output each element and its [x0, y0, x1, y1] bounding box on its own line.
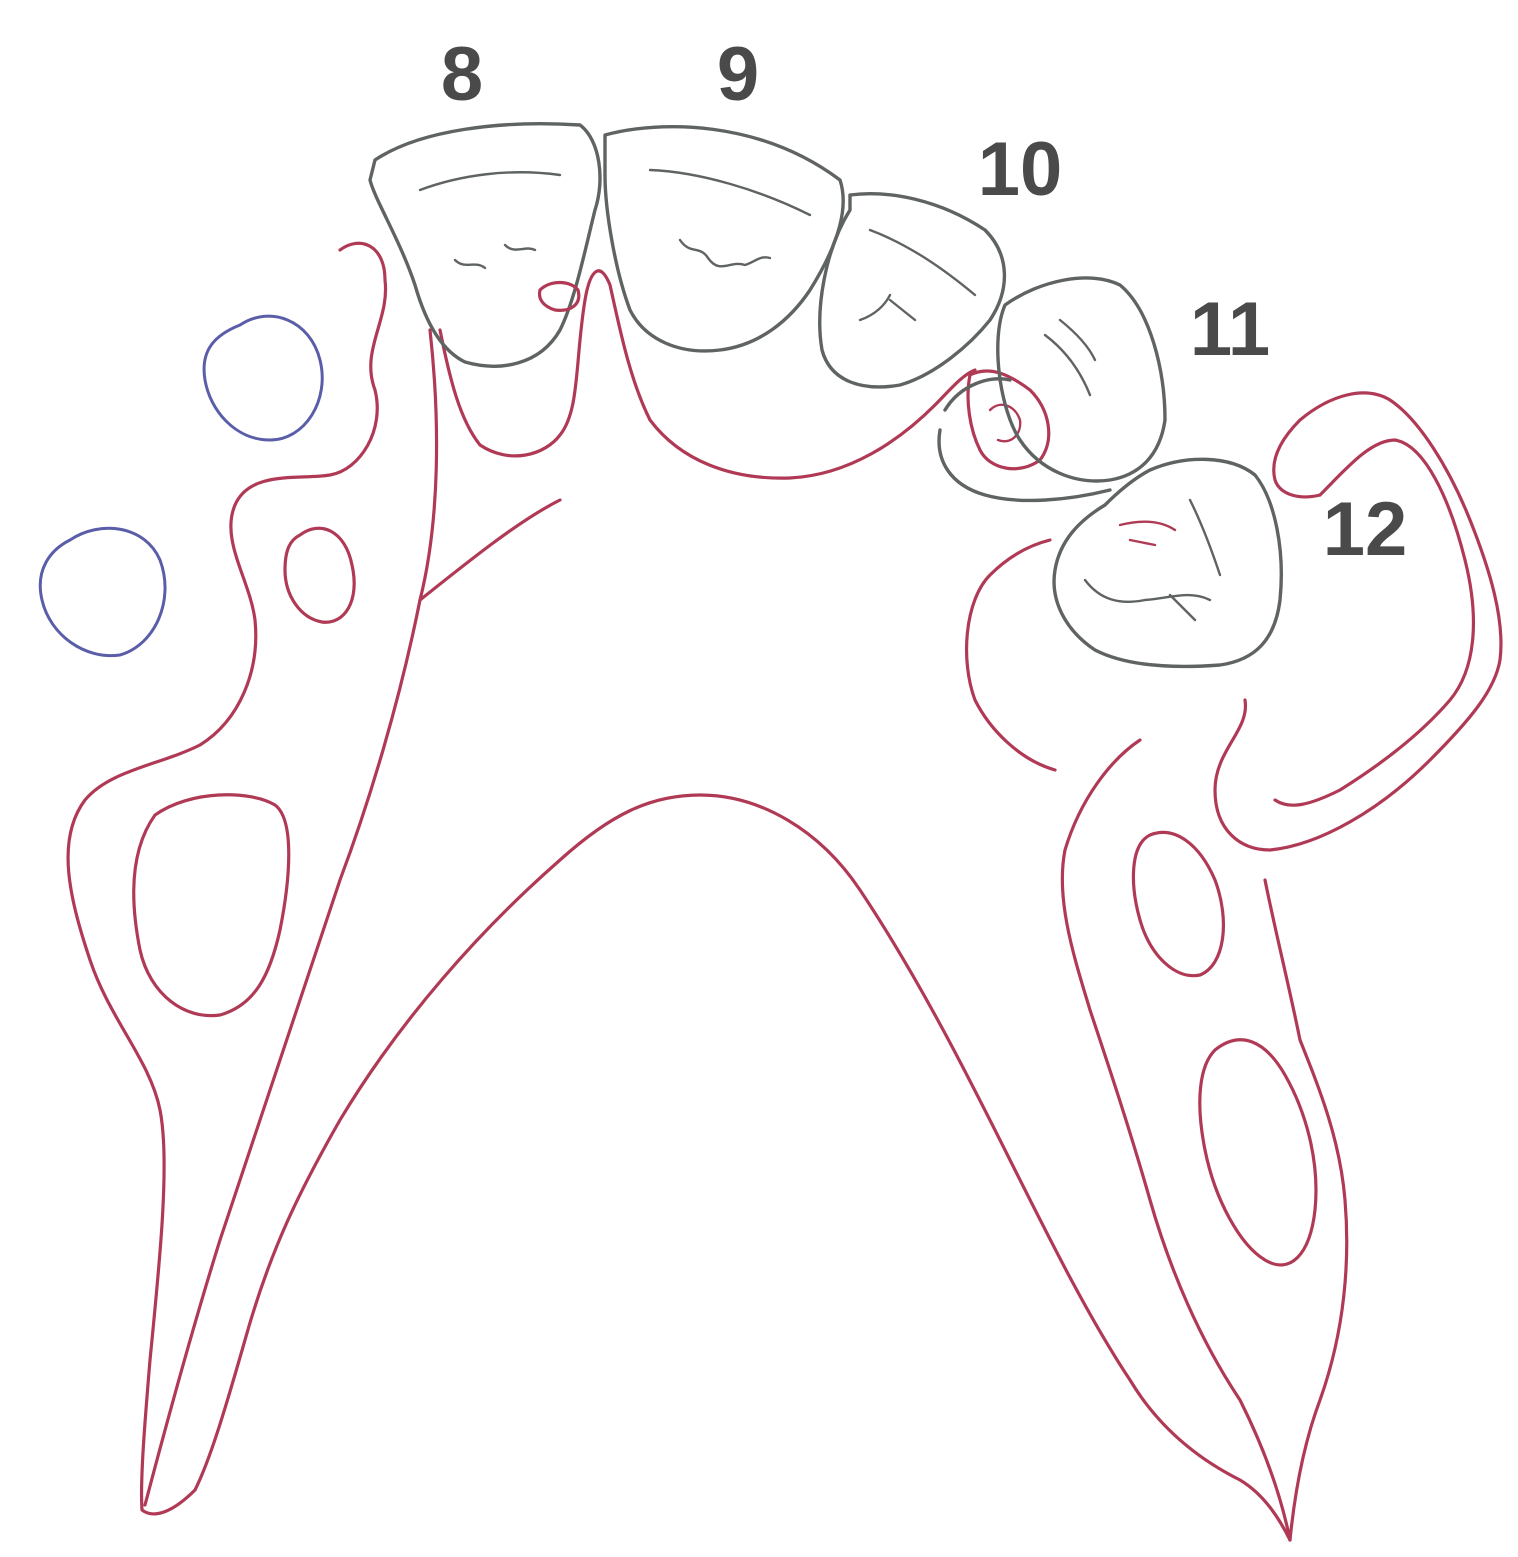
tooth-label-11: 11: [1190, 287, 1270, 372]
tooth-11-socket: [939, 379, 1110, 501]
right-canal-upper: [1133, 832, 1223, 975]
tooth-8-outline: [370, 124, 600, 366]
tooth-12-bone-detail: [1120, 522, 1175, 545]
right-ramus-outline: [1062, 740, 1290, 1540]
tooth-8-detail: [420, 172, 560, 190]
tooth-12-detail: [1085, 580, 1210, 602]
tooth-10-detail-2: [860, 295, 915, 320]
tooth-9-detail: [650, 170, 810, 215]
tooth-label-8: 8: [441, 32, 483, 117]
vessel-outlines: [40, 316, 322, 655]
tooth-10-detail: [870, 230, 975, 295]
tooth-12-detail-2: [1170, 500, 1220, 620]
tooth-12-outline: [1054, 459, 1281, 666]
right-jaw-outer-outline-2: [1265, 880, 1347, 1540]
left-canal-large: [134, 795, 289, 1016]
tooth-9-detail-2: [680, 240, 770, 266]
tooth-label-10: 10: [978, 127, 1063, 212]
right-canal-lower: [1200, 1040, 1316, 1265]
mandible-inner-arch: [420, 500, 560, 600]
vessel-lower: [40, 528, 165, 655]
anterior-bone-left: [440, 271, 975, 478]
left-jaw-inner-outline: [145, 330, 437, 1505]
left-canal-small: [285, 528, 354, 622]
tooth-label-12: 12: [1323, 487, 1408, 572]
tooth-11-detail: [1045, 320, 1095, 395]
tooth-10-outline: [820, 194, 1005, 387]
tooth-9-outline: [605, 127, 843, 351]
tooth-11-outline: [998, 278, 1165, 481]
chin-inner-rim: [967, 540, 1055, 770]
teeth-outlines: [370, 124, 1281, 667]
vessel-upper: [204, 316, 322, 440]
right-jaw-outer-outline: [1215, 393, 1501, 850]
tooth-label-9: 9: [717, 32, 759, 117]
tooth-8-detail-2: [455, 245, 535, 268]
